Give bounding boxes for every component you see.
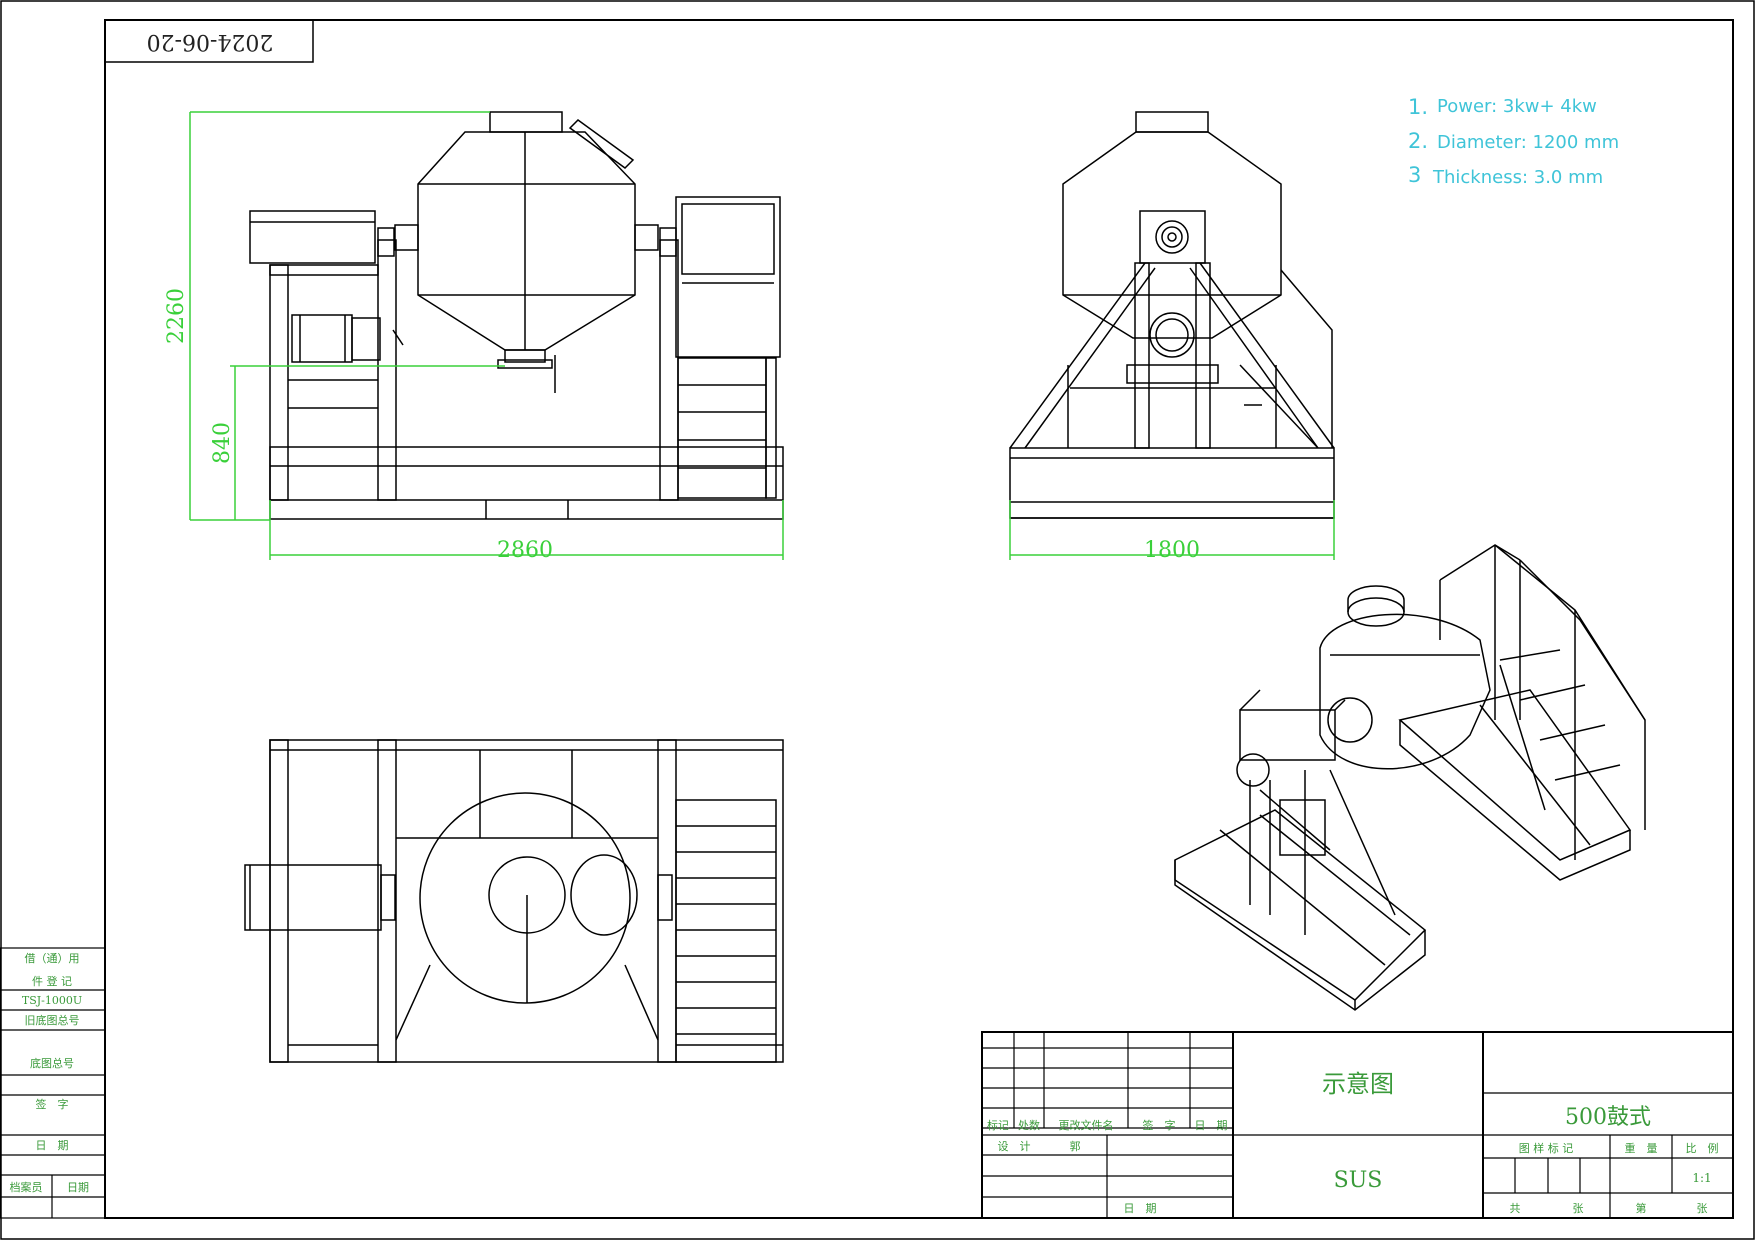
side-table-row7: 日 期 — [36, 1139, 69, 1152]
design-label: 设 计 — [998, 1140, 1031, 1153]
date-stamp-text: 2024-06-20 — [147, 29, 274, 54]
side-table-row2: 件 登 记 — [32, 974, 72, 988]
side-table-row5: 底图总号 — [30, 1056, 74, 1070]
revision-col-count: 处数 — [1018, 1119, 1040, 1132]
stage-mark-label: 图 样 标 记 — [1519, 1141, 1574, 1155]
side-table-row8b: 日期 — [67, 1181, 89, 1194]
spec-notes: 1. Power: 3kw+ 4kw 2. Diameter: 1200 mm … — [1408, 95, 1619, 188]
approval-date-label: 日 期 — [1124, 1202, 1157, 1215]
front-view — [249, 111, 784, 520]
material: SUS — [1334, 1168, 1383, 1193]
side-table-row4: 旧底图总号 — [25, 1013, 80, 1027]
note-2-text: Diameter: 1200 mm — [1437, 132, 1619, 153]
side-record-table — [0, 947, 106, 1219]
side-table-row1: 借（通）用 — [25, 952, 80, 965]
scale-label: 比 例 — [1686, 1141, 1719, 1155]
dim-discharge-height: 840 — [210, 422, 235, 464]
drawing-title: 示意图 — [1322, 1070, 1394, 1098]
note-3-number: 3 — [1408, 163, 1421, 187]
total-sheets-label: 共 — [1510, 1202, 1521, 1215]
isometric-view — [1174, 544, 1646, 1011]
title-block — [981, 1031, 1734, 1219]
scale-value: 1:1 — [1692, 1171, 1711, 1185]
front-view-dimensions — [189, 111, 784, 560]
weight-label: 重 量 — [1625, 1141, 1658, 1155]
date-stamp: 2024-06-20 — [104, 19, 314, 63]
designer-name: 郭 — [1070, 1140, 1081, 1153]
dim-total-height: 2260 — [164, 288, 189, 344]
revision-col-signature: 签 字 — [1143, 1118, 1176, 1132]
top-view — [244, 739, 784, 1063]
side-view-dimensions — [1009, 500, 1335, 560]
dim-length: 2860 — [497, 538, 553, 563]
side-table-row6: 签 字 — [36, 1097, 69, 1111]
note-3-text: Thickness: 3.0 mm — [1432, 167, 1603, 188]
model-name: 500鼓式 — [1565, 1105, 1651, 1130]
sheets-unit-label: 张 — [1573, 1202, 1584, 1215]
revision-col-date: 日 期 — [1195, 1119, 1228, 1132]
revision-col-document: 更改文件名 — [1059, 1118, 1114, 1132]
note-2-number: 2. — [1408, 129, 1428, 153]
sheet-number-label: 第 — [1636, 1201, 1647, 1215]
side-table-row3: TSJ-1000U — [22, 994, 82, 1007]
side-view — [1009, 111, 1335, 519]
note-1-text: Power: 3kw+ 4kw — [1437, 96, 1597, 117]
revision-col-mark: 标记 — [987, 1118, 1009, 1132]
side-table-row8a: 档案员 — [10, 1180, 43, 1194]
sheets-unit-label-2: 张 — [1697, 1202, 1708, 1215]
dim-width: 1800 — [1144, 538, 1200, 563]
note-1-number: 1. — [1408, 95, 1428, 119]
drawing-frame — [104, 19, 1734, 1219]
